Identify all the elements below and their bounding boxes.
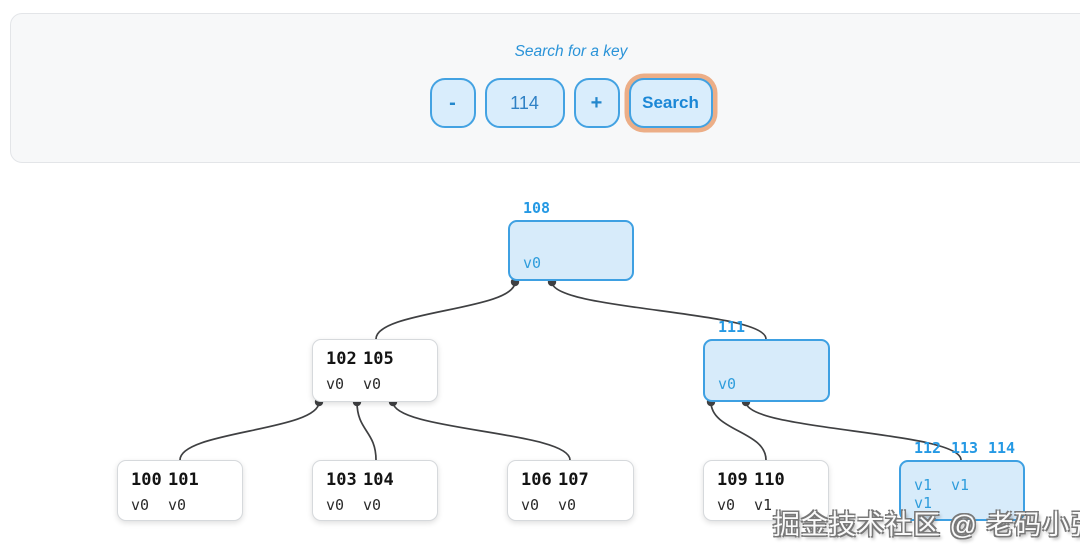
btree-node-108: 108 v0 <box>508 199 634 281</box>
node-value: v1 <box>754 496 773 514</box>
search-panel-title: Search for a key <box>514 43 628 60</box>
node-key: 105 <box>363 349 394 369</box>
decrement-button[interactable]: - <box>429 78 476 128</box>
node-keys-row: 106 107 <box>521 470 633 490</box>
node-value: v0 <box>521 496 540 514</box>
btree-node-111: 111 v0 <box>703 318 830 402</box>
node-value: v0 <box>717 496 736 514</box>
node-keys-row: 112 113 114 <box>914 439 1025 457</box>
node-values-row: v0 v0 <box>326 375 437 393</box>
key-input[interactable] <box>484 78 565 128</box>
btree-node-109-110: 109 110 v0 v1 <box>703 460 829 521</box>
search-button[interactable]: Search <box>628 78 713 128</box>
search-controls: - + Search <box>11 78 1080 128</box>
node-value: v1 <box>951 476 970 494</box>
node-keys-row: 111 <box>718 318 755 336</box>
node-key: 100 <box>131 470 162 490</box>
node-key: 102 <box>326 349 357 369</box>
node-key: 111 <box>718 318 746 336</box>
node-key: 103 <box>326 470 357 490</box>
node-key: 106 <box>521 470 552 490</box>
node-key: 109 <box>717 470 748 490</box>
node-keys-row: 102 105 <box>326 349 437 369</box>
node-key: 107 <box>558 470 589 490</box>
node-value: v0 <box>326 496 345 514</box>
search-panel: Search for a key - + Search <box>10 13 1080 163</box>
node-values-row: v0 v1 <box>717 496 828 514</box>
node-key: 110 <box>754 470 785 490</box>
tree-edge <box>375 281 516 340</box>
node-key: 112 <box>914 439 942 457</box>
node-values-row: v0 <box>523 254 560 272</box>
node-key: 108 <box>523 199 551 217</box>
watermark: 掘金技术社区 @ 老码小张 <box>773 510 1080 540</box>
node-keys-row: 100 101 <box>131 470 242 490</box>
node-keys-row: 109 110 <box>717 470 828 490</box>
btree-node-100-101: 100 101 v0 v0 <box>117 460 243 521</box>
node-keys-row: 108 <box>523 199 560 217</box>
node-value: v0 <box>363 496 382 514</box>
node-value: v0 <box>523 254 542 272</box>
btree-node-103-104: 103 104 v0 v0 <box>312 460 438 521</box>
node-values-row: v0 v0 <box>521 496 633 514</box>
node-value: v0 <box>326 375 345 393</box>
node-values-row: v0 v0 <box>131 496 242 514</box>
node-value: v0 <box>363 375 382 393</box>
btree-node-102-105: 102 105 v0 v0 <box>312 339 438 402</box>
node-value: v0 <box>718 375 737 393</box>
node-values-row: v0 <box>718 375 755 393</box>
node-value: v1 <box>914 476 933 494</box>
tree-edge <box>710 401 767 461</box>
increment-button[interactable]: + <box>573 78 620 128</box>
node-key: 101 <box>168 470 199 490</box>
node-value: v0 <box>131 496 150 514</box>
node-values-row: v0 v0 <box>326 496 437 514</box>
node-key: 104 <box>363 470 394 490</box>
node-keys-row: 103 104 <box>326 470 437 490</box>
tree-edge <box>392 401 571 461</box>
tree-edge <box>179 401 320 461</box>
btree-node-106-107: 106 107 v0 v0 <box>507 460 634 521</box>
node-value: v1 <box>914 494 933 512</box>
tree-edge <box>356 401 377 461</box>
node-value: v0 <box>168 496 187 514</box>
node-value: v0 <box>558 496 577 514</box>
node-key: 113 <box>951 439 979 457</box>
node-key: 114 <box>988 439 1016 457</box>
